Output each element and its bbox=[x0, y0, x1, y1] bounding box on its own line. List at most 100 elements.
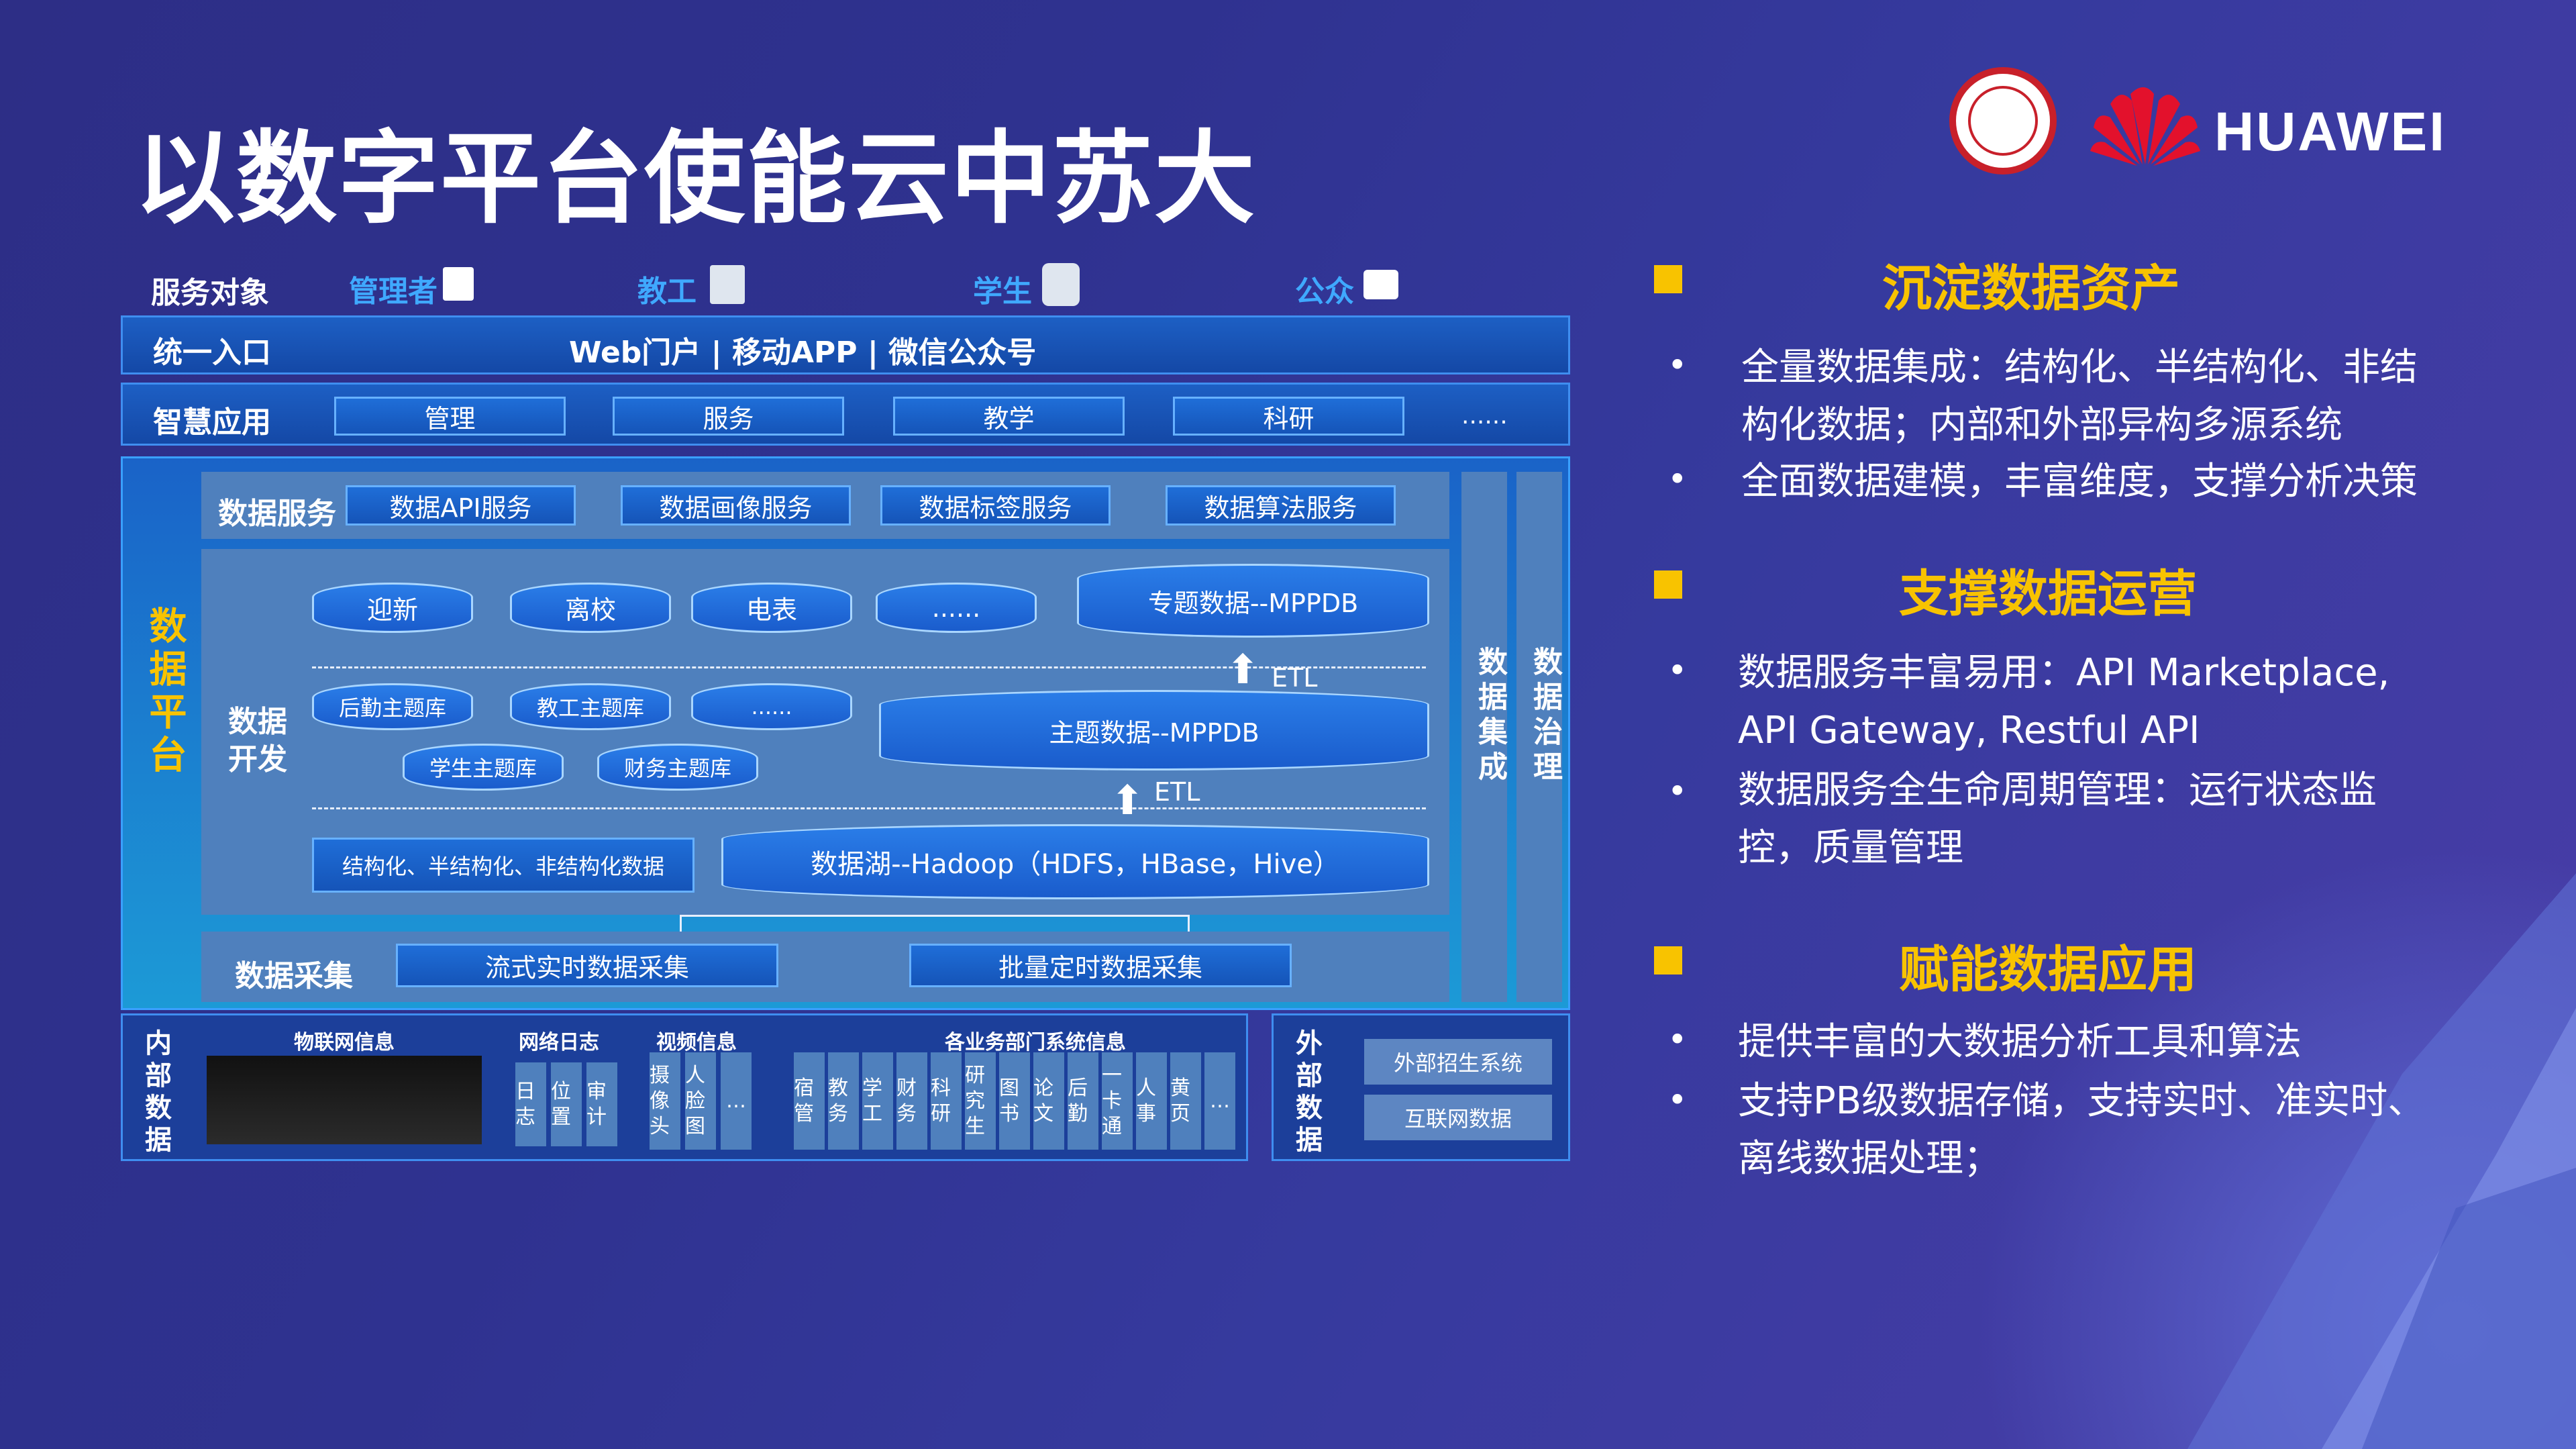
dept-item: 一卡通 bbox=[1102, 1052, 1133, 1150]
data-tag-service-button[interactable]: 数据标签服务 bbox=[880, 485, 1111, 526]
video-item: 摄像头 bbox=[650, 1052, 680, 1150]
topic-data-mppdb: 主题数据--MPPDB bbox=[879, 690, 1429, 770]
data-integration-column: 数据集成 bbox=[1461, 472, 1507, 1002]
bullet-text: 数据服务全生命周期管理：运行状态监控，质量管理 bbox=[1738, 768, 2377, 870]
huawei-wordmark: HUAWEI bbox=[2214, 101, 2446, 162]
external-data-panel: 外部数据 外部招生系统 互联网数据 bbox=[1272, 1013, 1570, 1161]
raw-data-box: 结构化、半结构化、非结构化数据 bbox=[312, 838, 694, 893]
unified-entry-value: Web门户 | 移动APP | 微信公众号 bbox=[569, 336, 1037, 370]
data-lake-hadoop: 数据湖--Hadoop（HDFS，HBase，Hive） bbox=[721, 824, 1429, 899]
divider-bottom bbox=[312, 807, 1426, 809]
data-algorithm-service-button[interactable]: 数据算法服务 bbox=[1166, 485, 1396, 526]
app-service-button[interactable]: 服务 bbox=[613, 397, 844, 436]
dept-item: 人事 bbox=[1136, 1052, 1167, 1150]
dept-item: 研究生 bbox=[965, 1052, 996, 1150]
etl-arrow-up-icon: ⬆ bbox=[1226, 646, 1260, 693]
iot-label: 物联网信息 bbox=[294, 1031, 395, 1054]
data-profile-service-button[interactable]: 数据画像服务 bbox=[621, 485, 851, 526]
section-bullet-icon bbox=[1654, 265, 1682, 293]
public-briefcase-icon bbox=[1363, 270, 1398, 299]
internet-data: 互联网数据 bbox=[1364, 1095, 1552, 1140]
service-item-staff: 教工 bbox=[637, 274, 697, 309]
video-item: 人脸图 bbox=[685, 1052, 716, 1150]
data-governance-column: 数据治理 bbox=[1516, 472, 1562, 1002]
student-icon bbox=[1042, 263, 1080, 306]
dept-item: 学工 bbox=[862, 1052, 893, 1150]
service-item-student: 学生 bbox=[973, 274, 1032, 309]
apps-more: ...... bbox=[1461, 402, 1508, 430]
bullet-text: 数据服务丰富易用：API Marketplace, API Gateway, R… bbox=[1738, 651, 2390, 752]
app-research-button[interactable]: 科研 bbox=[1173, 397, 1404, 436]
stream-collect-button[interactable]: 流式实时数据采集 bbox=[396, 944, 778, 987]
topic-db-logistics: 后勤主题库 bbox=[312, 683, 473, 730]
dept-info-label: 各业务部门系统信息 bbox=[945, 1031, 1126, 1054]
section-title: 赋能数据应用 bbox=[1899, 941, 2197, 999]
smart-apps-label: 智慧应用 bbox=[153, 405, 271, 440]
dept-items: 宿管 教务 学工 财务 科研 研究生 图书 论文 后勤 一卡通 人事 黄页 … bbox=[794, 1052, 1235, 1150]
topic-db-staff: 教工主题库 bbox=[510, 683, 671, 730]
data-services-label: 数据服务 bbox=[218, 497, 336, 531]
dept-item: 论文 bbox=[1033, 1052, 1064, 1150]
special-db-more: ...... bbox=[876, 583, 1037, 633]
etl-label-top: ETL bbox=[1272, 663, 1318, 693]
video-info-label: 视频信息 bbox=[656, 1031, 737, 1054]
data-governance-label: 数据治理 bbox=[1528, 646, 1562, 786]
section-bullet-icon bbox=[1654, 570, 1682, 599]
log-item: 日志 bbox=[515, 1062, 546, 1146]
special-db-meter: 电表 bbox=[691, 583, 852, 633]
special-db-leave: 离校 bbox=[510, 583, 671, 633]
log-item: 审计 bbox=[586, 1062, 617, 1146]
etl-label-bottom: ETL bbox=[1154, 777, 1200, 807]
dept-item: 后勤 bbox=[1068, 1052, 1098, 1150]
network-log-label: 网络日志 bbox=[519, 1031, 599, 1054]
internal-data-label: 内部数据 bbox=[140, 1029, 171, 1158]
service-item-admin: 管理者 bbox=[349, 274, 437, 309]
bullet-dot-icon: • bbox=[1667, 346, 1688, 385]
dept-item: 财务 bbox=[896, 1052, 927, 1150]
data-collect-label: 数据采集 bbox=[235, 959, 353, 993]
bullet-text: 支持PB级数据存储，支持实时、准实时、离线数据处理； bbox=[1738, 1079, 2426, 1181]
bullet-dot-icon: • bbox=[1667, 1020, 1688, 1059]
page-title: 以数字平台使能云中苏大 bbox=[134, 121, 1257, 238]
data-api-service-button[interactable]: 数据API服务 bbox=[346, 485, 576, 526]
special-db-welcome: 迎新 bbox=[312, 583, 473, 633]
dept-item: 科研 bbox=[931, 1052, 962, 1150]
data-dev-label: 数据开发 bbox=[228, 705, 287, 777]
admin-icon bbox=[443, 267, 474, 301]
data-platform-container: 数据平台 数据服务 数据API服务 数据画像服务 数据标签服务 数据算法服务 数… bbox=[121, 456, 1570, 1010]
unified-entry-label: 统一入口 bbox=[153, 336, 271, 370]
special-data-mppdb: 专题数据--MPPDB bbox=[1077, 564, 1429, 638]
data-services-panel: 数据服务 数据API服务 数据画像服务 数据标签服务 数据算法服务 bbox=[201, 472, 1449, 539]
data-platform-label: 数据平台 bbox=[143, 606, 187, 778]
bullet-dot-icon: • bbox=[1667, 772, 1688, 811]
topic-db-finance: 财务主题库 bbox=[597, 744, 758, 791]
service-item-public: 公众 bbox=[1295, 274, 1354, 309]
section-title: 沉淀数据资产 bbox=[1882, 260, 2180, 317]
internal-data-panel: 内部数据 物联网信息 网络日志 日志 位置 审计 视频信息 摄像头 人脸图 … … bbox=[121, 1013, 1248, 1161]
log-item: 位置 bbox=[551, 1062, 582, 1146]
bullet-text: 全面数据建模，丰富维度，支撑分析决策 bbox=[1741, 460, 2418, 503]
topic-db-student: 学生主题库 bbox=[403, 744, 564, 791]
external-data-label: 外部数据 bbox=[1291, 1029, 1322, 1158]
batch-collect-button[interactable]: 批量定时数据采集 bbox=[909, 944, 1292, 987]
section-bullet-icon bbox=[1654, 946, 1682, 975]
dept-item: 图书 bbox=[999, 1052, 1030, 1150]
divider-top bbox=[312, 666, 1426, 668]
bullet-dot-icon: • bbox=[1667, 651, 1688, 690]
data-integration-label: 数据集成 bbox=[1473, 646, 1507, 786]
building-illustration bbox=[2187, 873, 2576, 1449]
topic-db-more: ...... bbox=[691, 683, 852, 730]
app-teaching-button[interactable]: 教学 bbox=[893, 397, 1125, 436]
data-collect-panel: 数据采集 流式实时数据采集 批量定时数据采集 bbox=[201, 932, 1449, 1002]
dept-item: 宿管 bbox=[794, 1052, 825, 1150]
smart-apps-bar: 智慧应用 管理 服务 教学 科研 ...... bbox=[121, 383, 1570, 446]
dept-item: 黄页 bbox=[1170, 1052, 1201, 1150]
huawei-logo-icon bbox=[2090, 87, 2200, 166]
bullet-dot-icon: • bbox=[1667, 460, 1688, 499]
dept-item: … bbox=[1204, 1052, 1235, 1150]
staff-icon bbox=[710, 265, 745, 304]
app-manage-button[interactable]: 管理 bbox=[334, 397, 566, 436]
collect-connector bbox=[680, 915, 1190, 932]
external-enroll-system: 外部招生系统 bbox=[1364, 1039, 1552, 1085]
iot-devices-image bbox=[207, 1056, 482, 1144]
